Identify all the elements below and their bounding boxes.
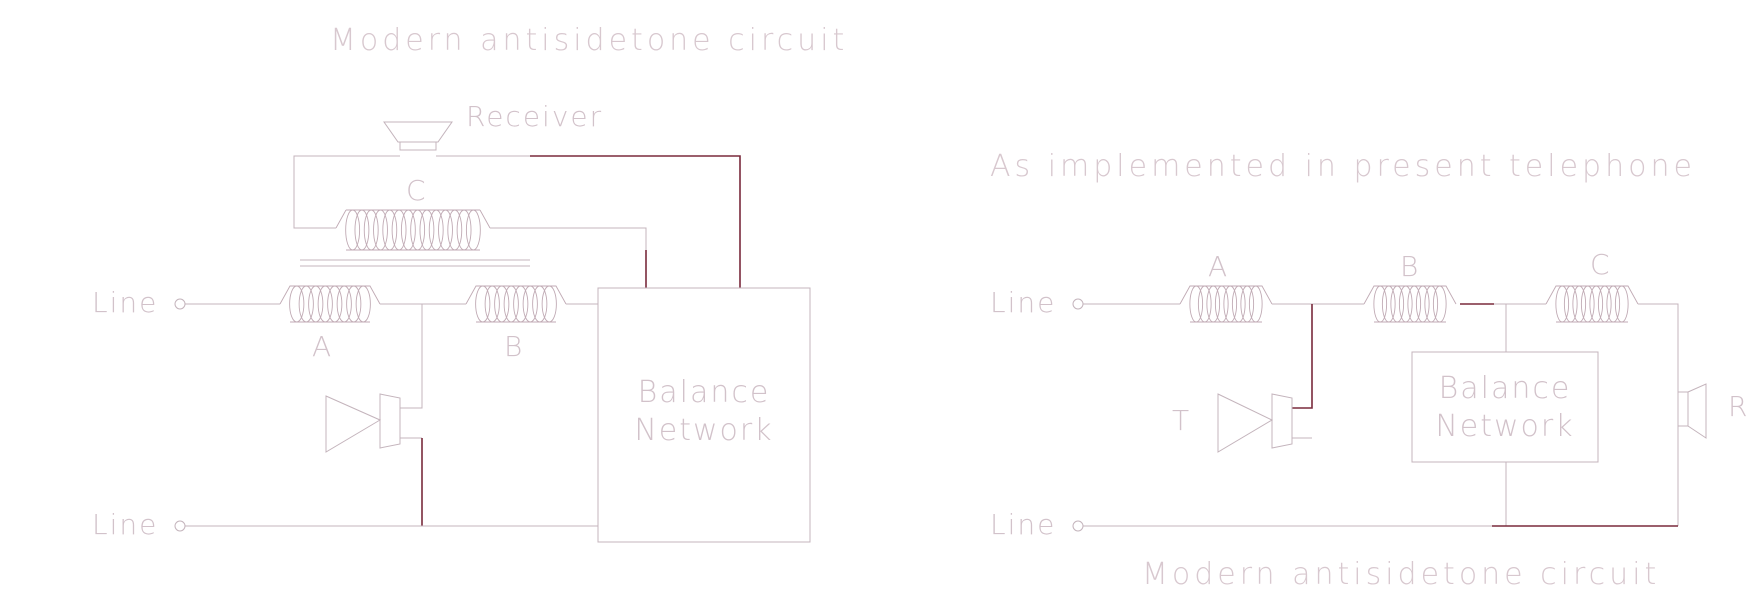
coil-loop — [1248, 285, 1263, 323]
receiver-wire-left — [293, 155, 400, 229]
right-line-bottom-label: Line — [990, 508, 1056, 541]
coil-loop — [465, 209, 481, 251]
coil-loop — [494, 285, 510, 323]
right-coil-c-label: C — [1590, 248, 1612, 281]
coil-loop — [1240, 285, 1255, 323]
left-balance-line2: Network — [634, 413, 773, 448]
coil-loop — [1189, 285, 1204, 323]
coil-b-label: B — [504, 330, 524, 363]
coil-loop — [363, 209, 379, 251]
receiver-wire-to-network — [530, 155, 741, 288]
coil-loop — [447, 209, 463, 251]
coil-loop — [382, 209, 398, 251]
coil-c-label: C — [406, 174, 428, 207]
coil-a-label: A — [312, 330, 333, 363]
left-balance-line1: Balance — [638, 375, 771, 410]
coil-loop — [438, 209, 453, 251]
coil-a-icon — [279, 285, 381, 323]
coil-loop — [1572, 285, 1587, 323]
left-line-top-terminal — [174, 298, 186, 310]
right-coil-b-label: B — [1400, 250, 1420, 283]
coil-b-icon — [465, 285, 567, 323]
left-line-bottom-terminal — [174, 520, 186, 532]
right-balance-network-box — [1411, 351, 1599, 463]
right-transmitter-label: T — [1172, 404, 1191, 437]
right-balance-line1: Balance — [1439, 371, 1572, 406]
coil-c-wire — [490, 227, 647, 288]
right-coil-a-label: A — [1208, 250, 1229, 283]
transmitter-wire-top — [400, 304, 423, 409]
coil-loop — [308, 285, 324, 323]
coil-loop — [410, 209, 426, 251]
right-coil-c-icon — [1545, 285, 1639, 323]
right-subtitle: As implemented in present telephone — [990, 149, 1696, 184]
coil-loop — [1415, 285, 1430, 323]
right-transmitter-icon — [1217, 393, 1293, 453]
coil-loop — [1589, 285, 1604, 323]
coil-loop — [484, 285, 500, 323]
coil-loop — [1597, 285, 1612, 323]
coil-loop — [289, 285, 305, 323]
coil-loop — [1398, 285, 1413, 323]
coil-loop — [522, 285, 538, 323]
right-circuit: As implemented in present telephone Line… — [990, 149, 1749, 592]
coil-loop — [1390, 285, 1405, 323]
coil-c-icon — [335, 209, 491, 251]
right-receiver-label: R — [1728, 390, 1749, 423]
coil-loop — [419, 209, 435, 251]
coil-loop — [317, 285, 333, 323]
coil-loop — [503, 285, 519, 323]
left-balance-network-box — [597, 287, 811, 543]
coil-loop — [345, 209, 361, 251]
coil-loop — [336, 285, 352, 323]
coil-loop — [1223, 285, 1238, 323]
coil-loop — [355, 285, 371, 323]
right-line-bottom-terminal — [1072, 520, 1084, 532]
coil-loop — [1214, 285, 1229, 323]
coil-loop — [428, 209, 444, 251]
right-transmitter-wire-top — [1292, 304, 1313, 409]
receiver-icon — [383, 121, 453, 151]
right-line-top-label: Line — [990, 286, 1056, 319]
right-coil-b-icon — [1363, 285, 1457, 323]
coil-loop — [1407, 285, 1422, 323]
coil-loop — [354, 209, 370, 251]
coil-loop — [1197, 285, 1212, 323]
receiver-label: Receiver — [466, 100, 603, 133]
right-coil-c-wire — [1638, 303, 1679, 392]
coil-loop — [1381, 285, 1396, 323]
coil-loop — [532, 285, 548, 323]
left-line-top-label: Line — [92, 286, 158, 319]
coil-loop — [1606, 285, 1621, 323]
coil-loop — [1563, 285, 1578, 323]
coil-loop — [1373, 285, 1388, 323]
coil-loop — [1614, 285, 1629, 323]
left-title: Modern antisidetone circuit — [330, 23, 848, 58]
coil-loop — [1231, 285, 1246, 323]
right-receiver-icon — [1677, 383, 1707, 439]
right-caption: Modern antisidetone circuit — [1142, 557, 1660, 592]
coil-loop — [327, 285, 343, 323]
coil-loop — [513, 285, 529, 323]
left-circuit: Modern antisidetone circuit Receiver C L… — [92, 23, 848, 543]
coil-loop — [541, 285, 557, 323]
coil-loop — [391, 209, 407, 251]
coil-loop — [298, 285, 314, 323]
right-coil-a-icon — [1179, 285, 1273, 323]
coil-loop — [475, 285, 491, 323]
coil-loop — [1424, 285, 1439, 323]
right-line-top-terminal — [1072, 298, 1084, 310]
coil-loop — [456, 209, 472, 251]
coil-loop — [346, 285, 362, 323]
coil-loop — [400, 209, 416, 251]
coil-loop — [1580, 285, 1595, 323]
coil-loop — [1432, 285, 1447, 323]
coil-loop — [1206, 285, 1221, 323]
coil-loop — [373, 209, 388, 251]
right-balance-line2: Network — [1435, 409, 1574, 444]
coil-loop — [1555, 285, 1570, 323]
left-line-bottom-label: Line — [92, 508, 158, 541]
transmitter-icon — [325, 393, 401, 453]
